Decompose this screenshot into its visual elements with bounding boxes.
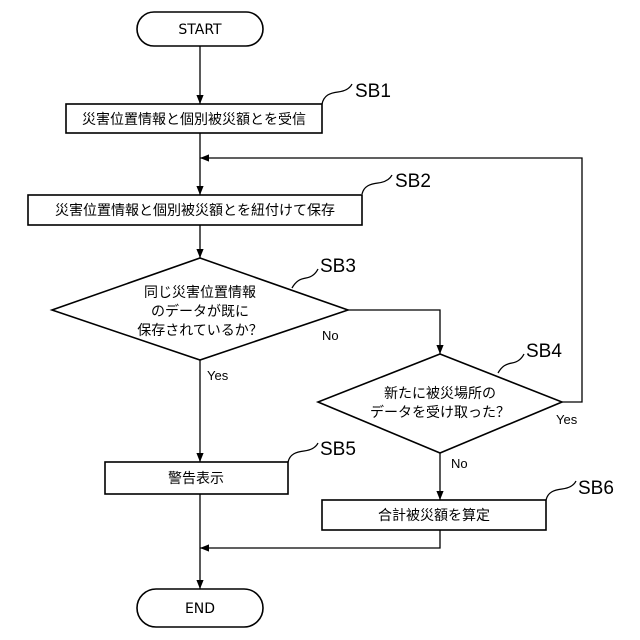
sb5-label: SB5 (320, 439, 356, 460)
sb4-text-line-1: 新たに被災場所の (384, 386, 496, 402)
sb2-label: SB2 (395, 171, 431, 192)
sb3-yes-label: Yes (207, 368, 229, 383)
sb3-no-label: No (322, 328, 339, 343)
leader-sb1 (322, 84, 352, 104)
sb6-label: SB6 (578, 478, 614, 499)
start-text: START (178, 22, 222, 38)
sb3-text-line-1: 同じ災害位置情報 (144, 285, 256, 301)
leader-sb6 (546, 481, 576, 500)
sb6-text: 合計被災額を算定 (378, 508, 490, 524)
sb4-text-line-2: データを受け取った？ (370, 404, 510, 421)
end-text: END (185, 601, 215, 617)
leader-sb5 (288, 443, 318, 462)
sb4-label: SB4 (526, 341, 562, 362)
arrow-sb3-no-sb4 (348, 310, 440, 354)
sb1-text: 災害位置情報と個別被災額とを受信 (82, 112, 306, 128)
sb3-text-line-3: 保存されているか？ (137, 323, 263, 339)
arrow-sb6-merge (200, 530, 440, 548)
sb3-label: SB3 (320, 256, 356, 277)
sb2-text: 災害位置情報と個別被災額とを紐付けて保存 (55, 203, 335, 219)
sb1-label: SB1 (355, 81, 391, 102)
sb4-yes-label: Yes (556, 412, 578, 427)
leader-sb4 (498, 354, 524, 373)
sb4-no-label: No (451, 456, 468, 471)
sb3-text-line-2: のデータが既に (151, 303, 249, 320)
leader-sb3 (292, 269, 318, 288)
sb5-text: 警告表示 (168, 471, 224, 487)
leader-sb2 (362, 175, 392, 194)
